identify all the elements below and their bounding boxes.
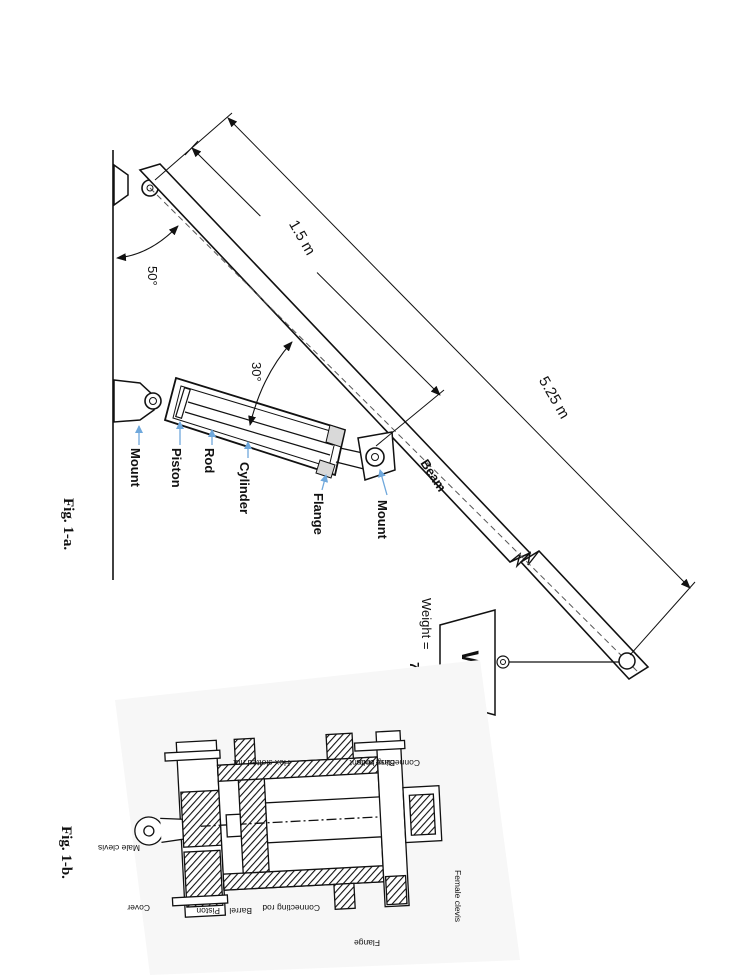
label-female-clevis: Female clevis	[453, 870, 463, 922]
label-rod: Rod	[202, 448, 217, 473]
label-flange: Flange	[311, 493, 326, 535]
label-barrel: Barrel	[229, 906, 252, 916]
label-piston: Piston	[169, 448, 184, 488]
label-flange-b: Flange	[354, 938, 380, 948]
angle-30-label: 30°	[249, 362, 264, 382]
label-cylinder: Cylinder	[237, 462, 252, 514]
part-labels: Beam Mount Flange Cylinder Rod Piston Mo…	[128, 448, 449, 540]
weight-label: Weight =	[419, 598, 434, 649]
label-mount-bottom: Mount	[128, 448, 143, 488]
fig-1a: 1.5 m 5.25 m 50° 30° Beam Mount Flange C…	[60, 112, 696, 716]
label-connecting-bolts: Connecting bolts	[357, 758, 420, 768]
label-mount-top: Mount	[375, 500, 390, 540]
dimension-lines	[154, 112, 696, 656]
callout-arrows	[135, 421, 388, 496]
label-male-clevis: Male clevis	[98, 843, 140, 853]
label-base-mount: Base mount	[349, 758, 395, 768]
fig-1b-labels: Connecting bolts Base mount Hex slotted …	[98, 758, 463, 948]
label-connecting-rod: Connecting rod	[262, 903, 320, 913]
angle-marks	[116, 225, 293, 426]
caption-fig-1b: Fig. 1-b.	[58, 826, 74, 879]
angle-50-label: 50°	[145, 266, 160, 286]
fig-1b: Connecting bolts Base mount Hex slotted …	[58, 660, 520, 975]
label-piston-b: Piston	[196, 906, 220, 916]
label-hex-slotted-nut: Hex slotted nut	[233, 758, 290, 768]
label-cover: Cover	[127, 903, 150, 913]
caption-fig-1a: Fig. 1-a.	[60, 498, 76, 550]
